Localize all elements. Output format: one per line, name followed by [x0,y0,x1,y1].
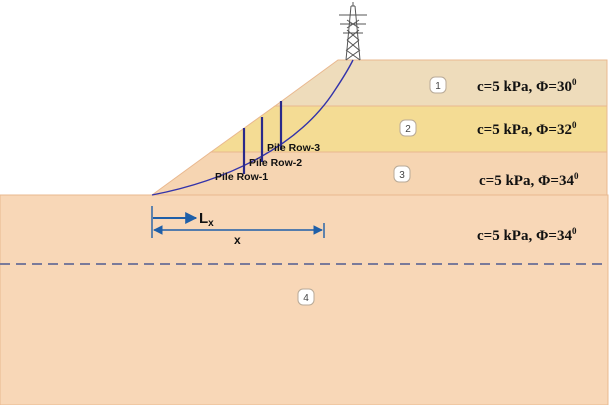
layer-4-properties: c=5 kPa, Φ=340 [477,226,577,244]
svg-text:2: 2 [405,124,411,135]
x-dimension-label: x [234,233,241,247]
pile-row-3-label: Pile Row-3 [267,142,320,154]
layer-2-properties: c=5 kPa, Φ=320 [477,120,577,138]
layer-2-badge: 2 [399,119,417,137]
pile-row-2-label: Pile Row-2 [249,157,302,169]
layer-1-badge: 1 [429,76,447,94]
pile-row-1-label: Pile Row-1 [215,171,268,183]
layer-1-properties: c=5 kPa, Φ=300 [477,77,577,95]
layer-4-badge: 4 [297,288,315,306]
svg-text:4: 4 [303,293,309,304]
lx-dimension-label: Lx [199,210,214,229]
transmission-tower-icon [339,2,367,61]
svg-text:3: 3 [399,170,405,181]
svg-text:1: 1 [435,81,441,92]
layer-3-badge: 3 [393,165,411,183]
layer-3-properties: c=5 kPa, Φ=340 [479,171,579,189]
slip-surface-curve [151,59,354,196]
